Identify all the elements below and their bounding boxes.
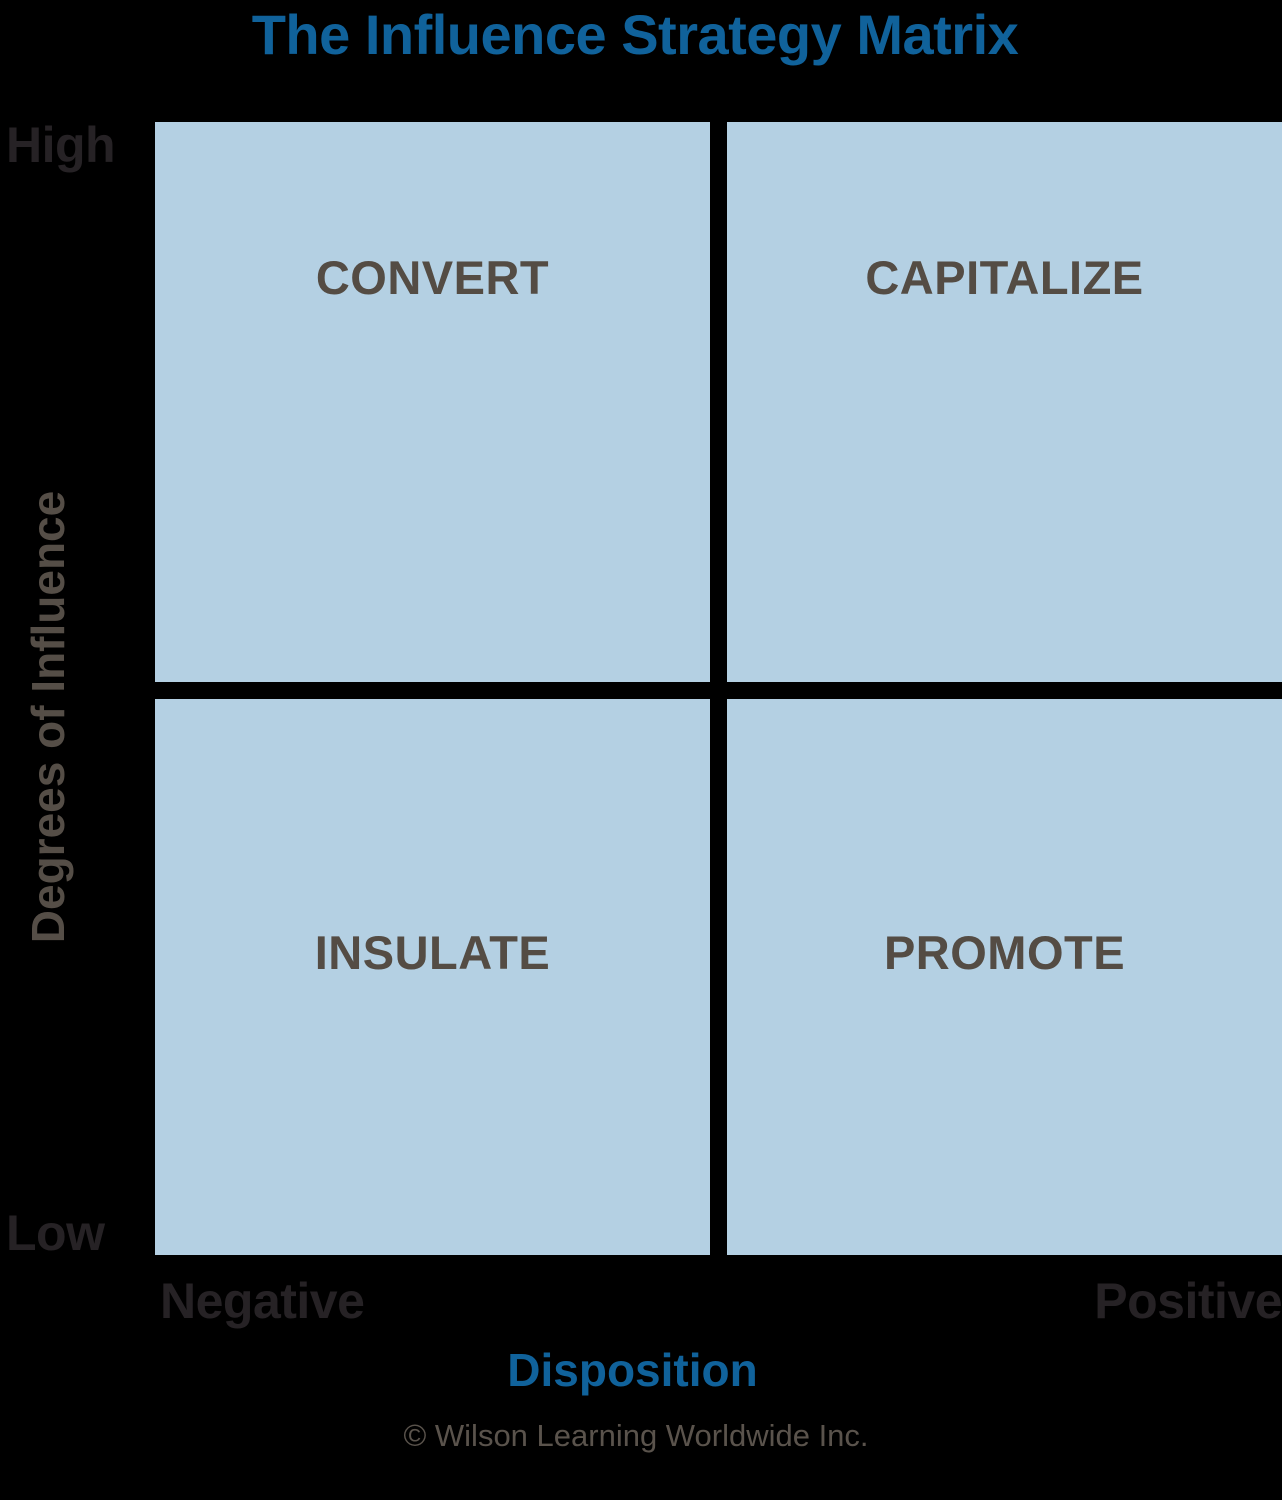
quadrant-convert[interactable]: CONVERT xyxy=(155,122,710,682)
quadrant-capitalize[interactable]: CAPITALIZE xyxy=(727,122,1282,682)
quadrant-label-promote: PROMOTE xyxy=(883,925,1126,979)
quadrant-label-insulate: INSULATE xyxy=(314,925,551,979)
x-axis-tick-positive: Positive xyxy=(1094,1273,1282,1329)
y-axis-tick-high: High xyxy=(6,117,116,173)
x-axis-tick-negative: Negative xyxy=(160,1273,365,1329)
y-axis-tick-low: Low xyxy=(6,1205,105,1261)
matrix-grid: CONVERT CAPITALIZE INSULATE PROMOTE xyxy=(155,122,1282,1255)
quadrant-insulate[interactable]: INSULATE xyxy=(155,699,710,1255)
page-title: The Influence Strategy Matrix xyxy=(251,3,1019,66)
y-axis-title: Degrees of Influence xyxy=(22,490,74,944)
quadrant-label-capitalize: CAPITALIZE xyxy=(865,250,1144,304)
quadrant-promote[interactable]: PROMOTE xyxy=(727,699,1282,1255)
copyright-notice: © Wilson Learning Worldwide Inc. xyxy=(403,1418,869,1453)
quadrant-label-convert: CONVERT xyxy=(315,250,550,304)
x-axis-title: Disposition xyxy=(507,1344,758,1396)
